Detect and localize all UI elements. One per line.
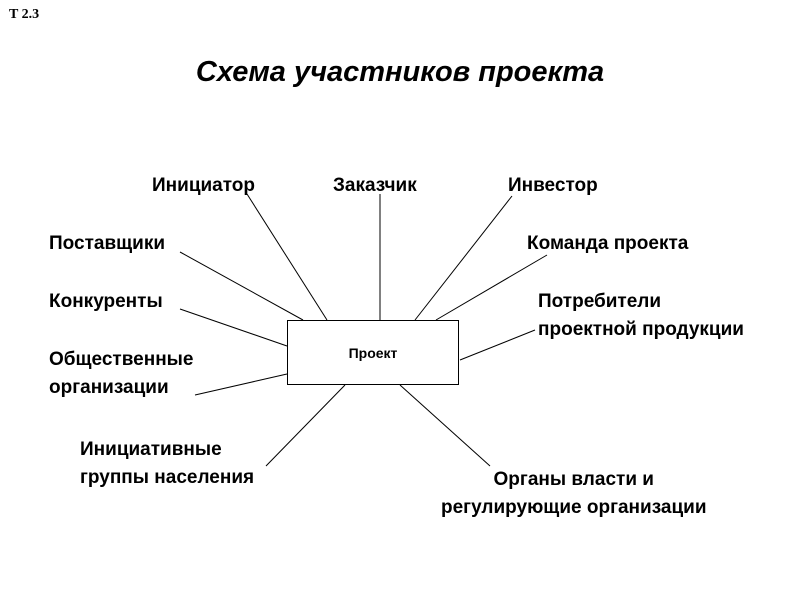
- node-authorities-line-2: регулирующие организации: [441, 497, 707, 518]
- node-initiator: Инициатор: [152, 172, 255, 200]
- connector-initiative-groups: [265, 384, 346, 467]
- connector-authorities: [399, 384, 491, 467]
- connector-team: [435, 254, 548, 321]
- node-authorities-line-1: Органы власти и: [493, 469, 654, 490]
- connector-initiator: [246, 193, 328, 321]
- connector-competitors: [179, 308, 288, 347]
- node-suppliers-line: Поставщики: [49, 233, 166, 254]
- node-competitors: Конкуренты: [49, 288, 163, 316]
- node-suppliers: Поставщики: [49, 230, 165, 258]
- node-customer: Заказчик: [333, 172, 417, 200]
- node-initiator-line: Инициатор: [152, 175, 256, 196]
- node-investor: Инвестор: [508, 172, 598, 200]
- node-consumers-line-1: Потребители: [538, 291, 662, 312]
- node-public-orgs-line-1: Общественные: [49, 349, 194, 370]
- node-initiative-groups-line-1: Инициативные: [80, 439, 222, 460]
- connector-investor: [414, 195, 513, 321]
- node-investor-line: Инвестор: [508, 175, 598, 196]
- node-team-line: Команда проекта: [527, 233, 689, 254]
- project-box: Проект: [287, 320, 459, 385]
- node-initiative-groups-line-2: группы населения: [80, 467, 255, 488]
- node-public-orgs: Общественные организации: [49, 346, 193, 402]
- connector-public-orgs: [194, 373, 288, 396]
- connector-suppliers: [179, 251, 304, 321]
- node-consumers: Потребители проектной продукции: [538, 288, 744, 344]
- node-competitors-line: Конкуренты: [49, 291, 163, 312]
- node-initiative-groups: Инициативные группы населения: [80, 436, 254, 492]
- slide-number: T 2.3: [9, 7, 40, 22]
- diagram-title: Схема участников проекта: [195, 56, 605, 88]
- node-consumers-line-2: проектной продукции: [538, 319, 744, 340]
- node-team: Команда проекта: [527, 230, 688, 258]
- node-public-orgs-line-2: организации: [49, 377, 169, 398]
- node-customer-line: Заказчик: [333, 175, 417, 196]
- node-authorities: Органы власти и регулирующие организации: [441, 466, 707, 522]
- connector-consumers: [459, 329, 536, 361]
